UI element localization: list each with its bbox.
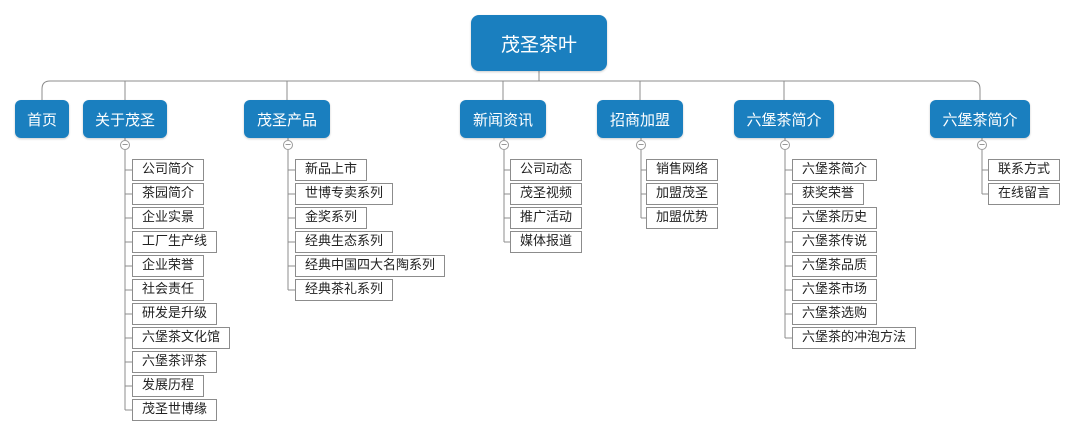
collapse-toggle-icon[interactable]: − [120,140,130,150]
leaf-item[interactable]: 研发是升级 [132,303,218,325]
collapse-toggle-icon[interactable]: − [636,140,646,150]
category-liubao-intro[interactable]: 六堡茶简介 [734,100,834,138]
leaf-item[interactable]: 推广活动 [510,207,583,229]
leaf-item[interactable]: 销售网络 [646,159,719,181]
leaf-item[interactable]: 公司简介 [132,159,205,181]
leaf-item[interactable]: 六堡茶的冲泡方法 [792,327,917,349]
leaf-item[interactable]: 获奖荣誉 [792,183,865,205]
collapse-toggle-icon[interactable]: − [283,140,293,150]
category-contact[interactable]: 六堡茶简介 [930,100,1030,138]
leaf-item[interactable]: 在线留言 [988,183,1061,205]
leaf-item[interactable]: 六堡茶历史 [792,207,878,229]
leaf-item[interactable]: 加盟优势 [646,207,719,229]
leaf-item[interactable]: 六堡茶品质 [792,255,878,277]
leaf-item[interactable]: 新品上市 [295,159,368,181]
category-about[interactable]: 关于茂圣 [83,100,167,138]
leaf-item[interactable]: 经典茶礼系列 [295,279,394,301]
collapse-toggle-icon[interactable]: − [780,140,790,150]
collapse-toggle-icon[interactable]: − [499,140,509,150]
leaf-item[interactable]: 社会责任 [132,279,205,301]
root-node[interactable]: 茂圣茶叶 [471,15,607,71]
branch-bus [41,80,981,100]
leaf-item[interactable]: 六堡茶市场 [792,279,878,301]
leaf-item[interactable]: 六堡茶简介 [792,159,878,181]
leaf-item[interactable]: 六堡茶评茶 [132,351,218,373]
leaf-item[interactable]: 世博专卖系列 [295,183,394,205]
leaf-item[interactable]: 发展历程 [132,375,205,397]
leaf-item[interactable]: 茂圣视频 [510,183,583,205]
leaf-item[interactable]: 工厂生产线 [132,231,218,253]
leaf-item[interactable]: 经典生态系列 [295,231,394,253]
leaf-item[interactable]: 六堡茶选购 [792,303,878,325]
leaf-item[interactable]: 茂圣世博缘 [132,399,218,421]
leaf-item[interactable]: 金奖系列 [295,207,368,229]
leaf-item[interactable]: 企业荣誉 [132,255,205,277]
leaf-item[interactable]: 加盟茂圣 [646,183,719,205]
category-franchise[interactable]: 招商加盟 [597,100,683,138]
collapse-toggle-icon[interactable]: − [977,140,987,150]
leaf-item[interactable]: 六堡茶文化馆 [132,327,231,349]
leaf-item[interactable]: 媒体报道 [510,231,583,253]
category-home[interactable]: 首页 [15,100,69,138]
leaf-item[interactable]: 茶园简介 [132,183,205,205]
leaf-item[interactable]: 经典中国四大名陶系列 [295,255,446,277]
category-news[interactable]: 新闻资讯 [460,100,546,138]
category-products[interactable]: 茂圣产品 [244,100,330,138]
leaf-item[interactable]: 公司动态 [510,159,583,181]
leaf-item[interactable]: 企业实景 [132,207,205,229]
leaf-item[interactable]: 联系方式 [988,159,1061,181]
leaf-item[interactable]: 六堡茶传说 [792,231,878,253]
